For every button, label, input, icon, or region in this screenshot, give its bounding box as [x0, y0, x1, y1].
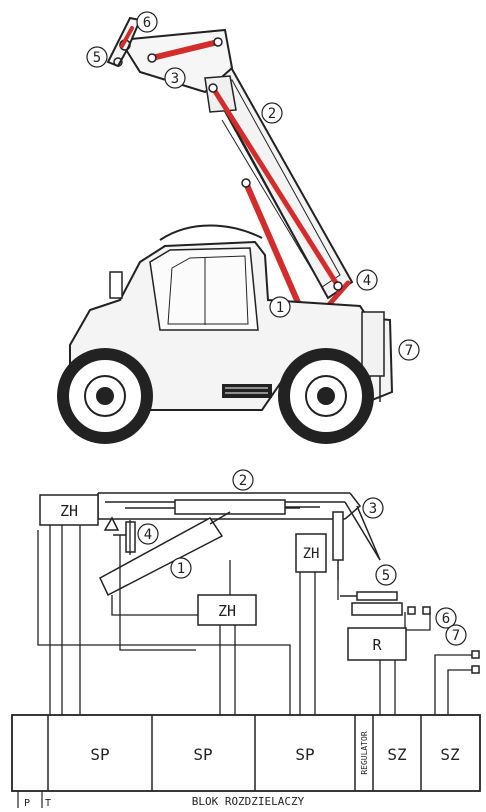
svg-text:R: R — [372, 636, 382, 654]
port-t-label: T — [45, 798, 51, 808]
svg-text:1: 1 — [177, 561, 185, 577]
machine-callout-2: 2 — [261, 102, 283, 124]
hydraulic-lines — [37, 520, 472, 715]
valve-section-sp-1: SP — [90, 745, 109, 764]
valve-section-regulator: REGULATOR — [360, 731, 369, 775]
front-wheel — [57, 348, 153, 444]
schematic-boom-frame — [97, 492, 480, 674]
port-p-label: P — [24, 798, 30, 808]
regulator-box-r: R — [347, 627, 407, 661]
svg-text:4: 4 — [144, 527, 152, 543]
svg-text:1: 1 — [276, 300, 284, 316]
svg-text:ZH: ZH — [60, 502, 78, 520]
zh-box-center: ZH — [197, 594, 257, 626]
svg-text:5: 5 — [382, 568, 390, 584]
schematic-callout-1: 1 — [170, 557, 192, 579]
machine-callout-5: 5 — [86, 46, 108, 68]
valve-section-sz-1: SZ — [387, 745, 407, 764]
pressure-tank-ports: P T — [17, 791, 51, 809]
svg-text:6: 6 — [143, 15, 151, 31]
schematic-callout-2: 2 — [232, 469, 254, 491]
svg-text:ZH: ZH — [218, 602, 236, 620]
schematic-callout-7: 7 — [445, 624, 467, 646]
machine-callout-1: 1 — [269, 296, 291, 318]
telehandler-machine-drawing: 1 2 3 4 5 6 7 — [57, 11, 420, 444]
schematic-callout-6: 6 — [435, 607, 457, 629]
rear-wheel — [278, 348, 374, 444]
svg-text:2: 2 — [239, 473, 247, 489]
hydraulic-schematic: ZH ZH ZH R 1 2 3 — [11, 469, 481, 809]
valve-section-sp-3: SP — [295, 745, 314, 764]
svg-text:6: 6 — [442, 611, 450, 627]
zh-box-right: ZH — [295, 533, 327, 573]
machine-callout-7: 7 — [398, 339, 420, 361]
machine-callout-6: 6 — [136, 11, 158, 33]
svg-text:3: 3 — [171, 71, 179, 87]
schematic-callouts: 1 2 3 4 5 6 7 — [137, 469, 467, 646]
svg-text:5: 5 — [93, 50, 101, 66]
cylinder-2-extension — [210, 85, 341, 289]
svg-text:7: 7 — [452, 628, 460, 644]
valve-block: SP SP SP REGULATOR SZ SZ — [11, 714, 481, 792]
valve-block-caption: BLOK ROZDZIELACZY — [192, 795, 305, 808]
cylinder-5-head — [120, 26, 134, 48]
svg-text:2: 2 — [268, 106, 276, 122]
cylinder-3-tilt — [149, 39, 221, 61]
zh-box-left: ZH — [39, 494, 99, 526]
svg-text:3: 3 — [369, 501, 377, 517]
schematic-callout-3: 3 — [362, 497, 384, 519]
svg-text:ZH: ZH — [303, 546, 320, 562]
schematic-callout-4: 4 — [137, 523, 159, 545]
svg-text:4: 4 — [363, 273, 371, 289]
machine-callout-3: 3 — [164, 67, 186, 89]
machine-callout-4: 4 — [356, 269, 378, 291]
svg-text:7: 7 — [405, 343, 413, 359]
schematic-callout-5: 5 — [375, 564, 397, 586]
valve-section-sz-2: SZ — [440, 745, 460, 764]
valve-section-sp-2: SP — [193, 745, 212, 764]
machine-callouts: 1 2 3 4 5 6 7 — [86, 11, 420, 361]
